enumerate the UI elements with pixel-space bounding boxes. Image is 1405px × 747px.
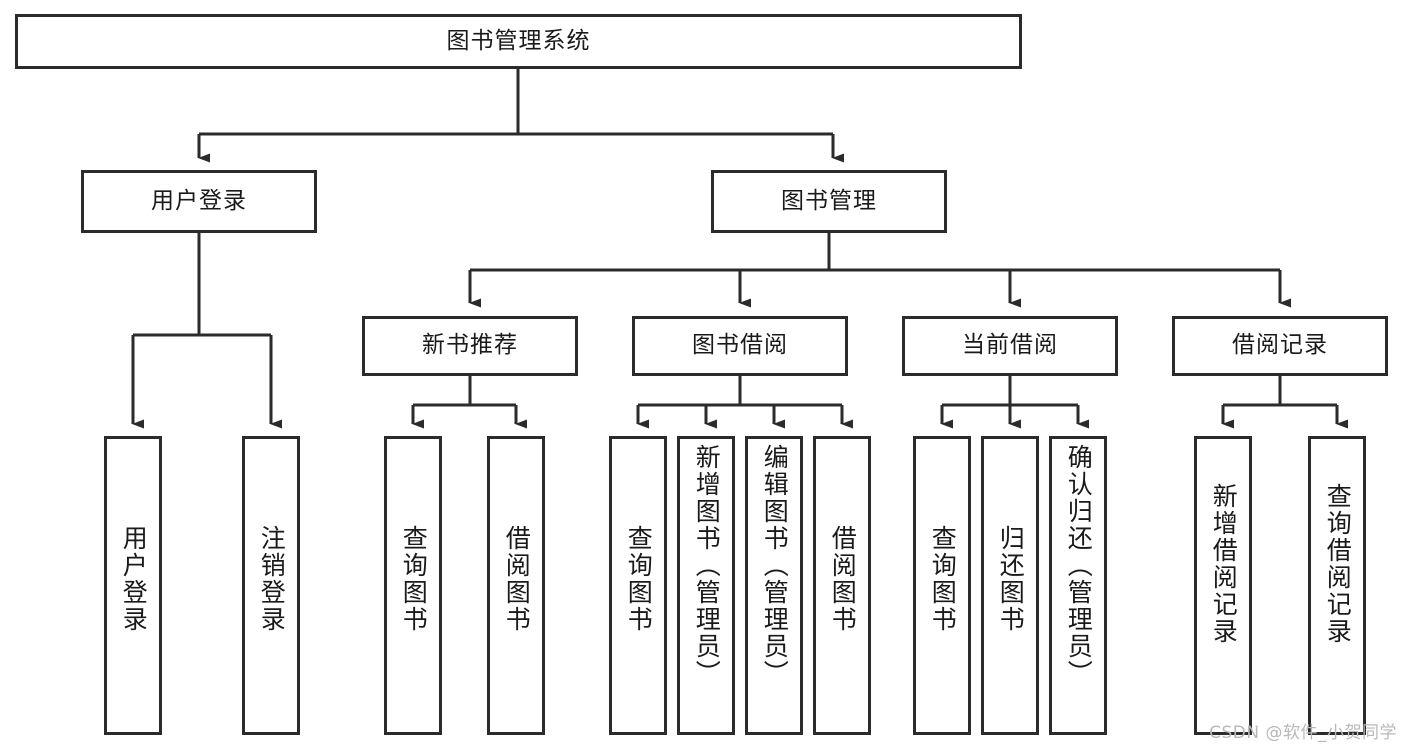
leaf-user-login-login[interactable]: 用户登录 [104,436,162,735]
node-label: 用户登录 [119,525,149,633]
node-new-book-recommend[interactable]: 新书推荐 [362,316,578,376]
node-label: 归还图书 [996,525,1026,633]
leaf-new-book-borrow-books[interactable]: 借阅图书 [487,436,545,735]
node-root-system[interactable]: 图书管理系统 [15,14,1022,69]
leaf-current-borrow-query-books[interactable]: 查询图书 [913,436,971,735]
node-label: 图书管理 [781,187,877,214]
node-borrow-record[interactable]: 借阅记录 [1172,316,1388,376]
node-label: 图书管理系统 [446,27,591,54]
node-label: 查询图书 [624,525,654,633]
leaf-book-borrow-edit-book-admin[interactable]: 编辑图书（管理员） [745,436,803,735]
node-label: 借阅图书 [828,525,858,633]
leaf-new-book-query-books[interactable]: 查询图书 [384,436,442,735]
leaf-user-login-logout[interactable]: 注销登录 [242,436,300,735]
node-label: 用户登录 [151,187,247,214]
node-label: 查询图书 [399,525,429,633]
node-label: 借阅记录 [1232,332,1328,359]
node-label: 图书借阅 [692,332,788,359]
node-label: 查询图书 [928,525,958,633]
node-label: 新增借阅记录 [1209,483,1239,645]
leaf-book-borrow-borrow-books[interactable]: 借阅图书 [813,436,871,735]
node-label: 新书推荐 [422,332,518,359]
node-label: 确认归还（管理员） [1064,444,1094,687]
node-label: 查询借阅记录 [1323,483,1353,645]
node-book-borrow[interactable]: 图书借阅 [632,316,848,376]
leaf-current-borrow-confirm-return-admin[interactable]: 确认归还（管理员） [1049,436,1107,735]
node-label: 编辑图书（管理员） [760,444,790,687]
node-label: 借阅图书 [502,525,532,633]
leaf-borrow-record-add-record[interactable]: 新增借阅记录 [1194,436,1252,735]
leaf-book-borrow-query-books[interactable]: 查询图书 [609,436,667,735]
node-label: 当前借阅 [962,332,1058,359]
leaf-current-borrow-return-books[interactable]: 归还图书 [981,436,1039,735]
node-current-borrow[interactable]: 当前借阅 [902,316,1118,376]
node-label: 注销登录 [257,525,287,633]
node-user-login[interactable]: 用户登录 [81,170,317,233]
node-book-management[interactable]: 图书管理 [711,170,947,233]
csdn-watermark: CSDN @软件_小贺同学 [1209,723,1397,743]
leaf-borrow-record-query-record[interactable]: 查询借阅记录 [1308,436,1366,735]
leaf-book-borrow-add-book-admin[interactable]: 新增图书（管理员） [677,436,735,735]
node-label: 新增图书（管理员） [692,444,722,687]
